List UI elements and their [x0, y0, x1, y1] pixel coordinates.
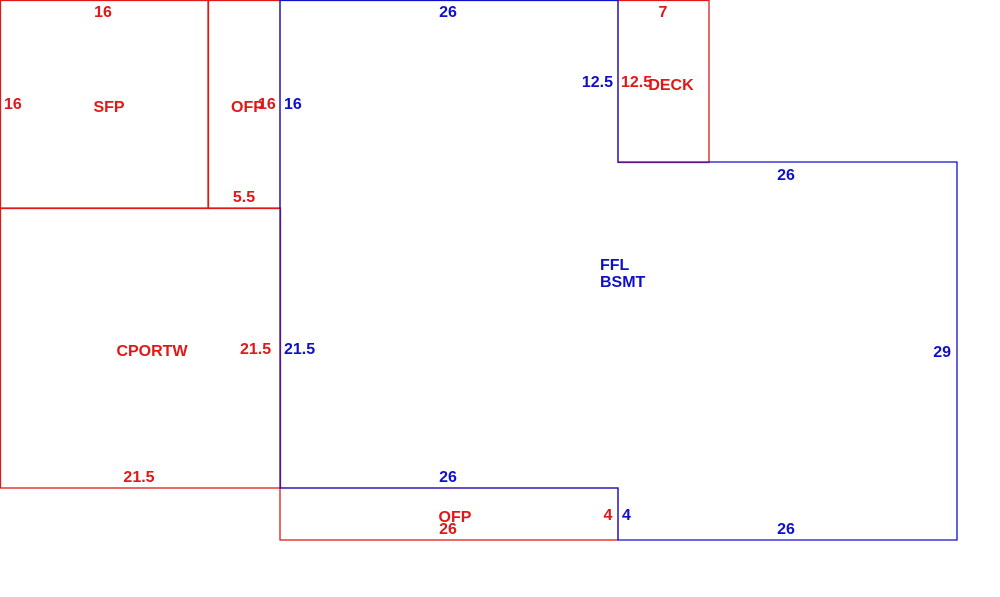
cportw-area-label: CPORTW: [116, 343, 188, 360]
sfp-left-dimension: 16: [4, 96, 22, 113]
main-area-label-line1: FFL: [600, 257, 630, 274]
main-deck-side-dimension: 12.5: [582, 74, 613, 91]
main-living-area: [279, 0, 958, 541]
ofp-bottom-dimension: 26: [439, 521, 457, 538]
deck-left-dimension: 12.5: [621, 74, 652, 91]
ofp-bottom-right-dimension: 4: [604, 507, 613, 524]
cportw-bottom-dimension: 21.5: [123, 469, 154, 486]
main-step-top-dimension: 26: [777, 167, 795, 184]
main-bottom-right-dimension: 26: [777, 521, 795, 538]
main-area-label-line2: BSMT: [600, 274, 646, 291]
main-bottom-left-dimension: 26: [439, 469, 457, 486]
main-left-lower-dimension: 21.5: [284, 341, 315, 358]
cportw-right-dimension: 21.5: [240, 341, 271, 358]
deck-area-label: DECK: [648, 77, 694, 94]
main-left-upper-dimension: 16: [284, 96, 302, 113]
main-step-side-dimension: 4: [622, 507, 631, 524]
sfp-top-dimension: 16: [94, 4, 112, 21]
sfp-area-label: SFP: [93, 99, 124, 116]
main-top-dimension: 26: [439, 4, 457, 21]
ofp-top-area-label: OFP: [231, 99, 264, 116]
ofp-top-right-dimension: 16: [258, 96, 276, 113]
ofp-bottom-area-label: OFP: [439, 509, 472, 526]
deck-top-dimension: 7: [659, 4, 668, 21]
main-right-dimension: 29: [933, 344, 951, 361]
ofp-top-bottom-dimension: 5.5: [233, 189, 255, 206]
